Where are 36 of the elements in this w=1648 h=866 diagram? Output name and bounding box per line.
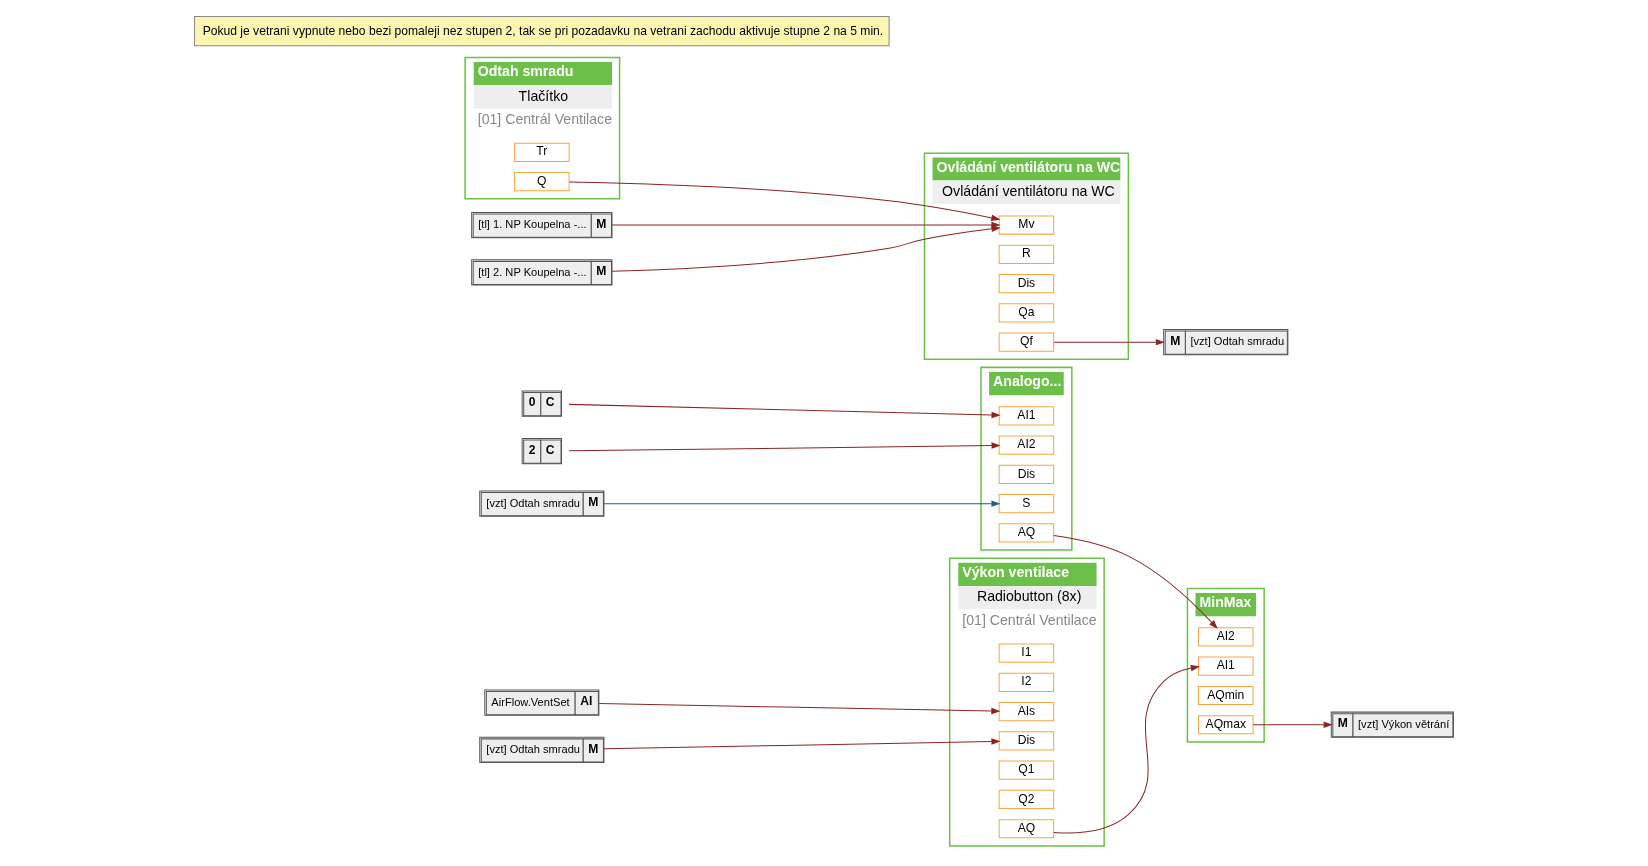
arrow — [603, 499, 1001, 507]
node-box: Q2 — [998, 789, 1055, 809]
node-box: Qf — [998, 332, 1055, 352]
arrow — [568, 403, 1001, 418]
arrow — [611, 225, 1001, 272]
node-box: R — [998, 244, 1055, 264]
node-box: AI2 — [1198, 626, 1254, 646]
node-box: I2 — [998, 672, 1055, 692]
node-box: S — [998, 493, 1055, 513]
arrow — [1252, 721, 1333, 728]
arrow — [611, 221, 1001, 228]
node-box: Tr — [514, 142, 570, 162]
node-box: AQmin — [1198, 685, 1254, 705]
node-box: AQ — [998, 818, 1055, 838]
node-box: Dis — [998, 273, 1055, 293]
arrow — [568, 181, 1001, 221]
node-box: AQmax — [1198, 714, 1254, 734]
node-box: AI2 — [998, 435, 1055, 455]
node-box: AIs — [998, 701, 1055, 721]
arrow — [1053, 534, 1218, 629]
label: Pokud je vetrani vypnute nebo bezi pomaleji nez stupen 2, tak se pri pozadavku na vetrani zachodu aktivuje stupne 2 na 5 min. — [202, 23, 884, 38]
node-box: AI1 — [1198, 656, 1254, 676]
arrow — [598, 702, 1001, 714]
arrow — [603, 737, 1001, 749]
node-box: AQ — [998, 522, 1055, 543]
arrow — [568, 441, 1001, 451]
node-box: Dis — [998, 464, 1055, 484]
node-box: I1 — [998, 642, 1055, 663]
node-box: Q1 — [998, 760, 1055, 780]
node-box: Qa — [998, 302, 1055, 322]
node-box: AI1 — [998, 405, 1055, 425]
arrow — [1053, 338, 1165, 345]
node-box: Mv — [998, 214, 1055, 235]
node-box: Dis — [998, 730, 1055, 750]
arrow — [1053, 664, 1200, 833]
node-box: Q — [514, 171, 570, 191]
